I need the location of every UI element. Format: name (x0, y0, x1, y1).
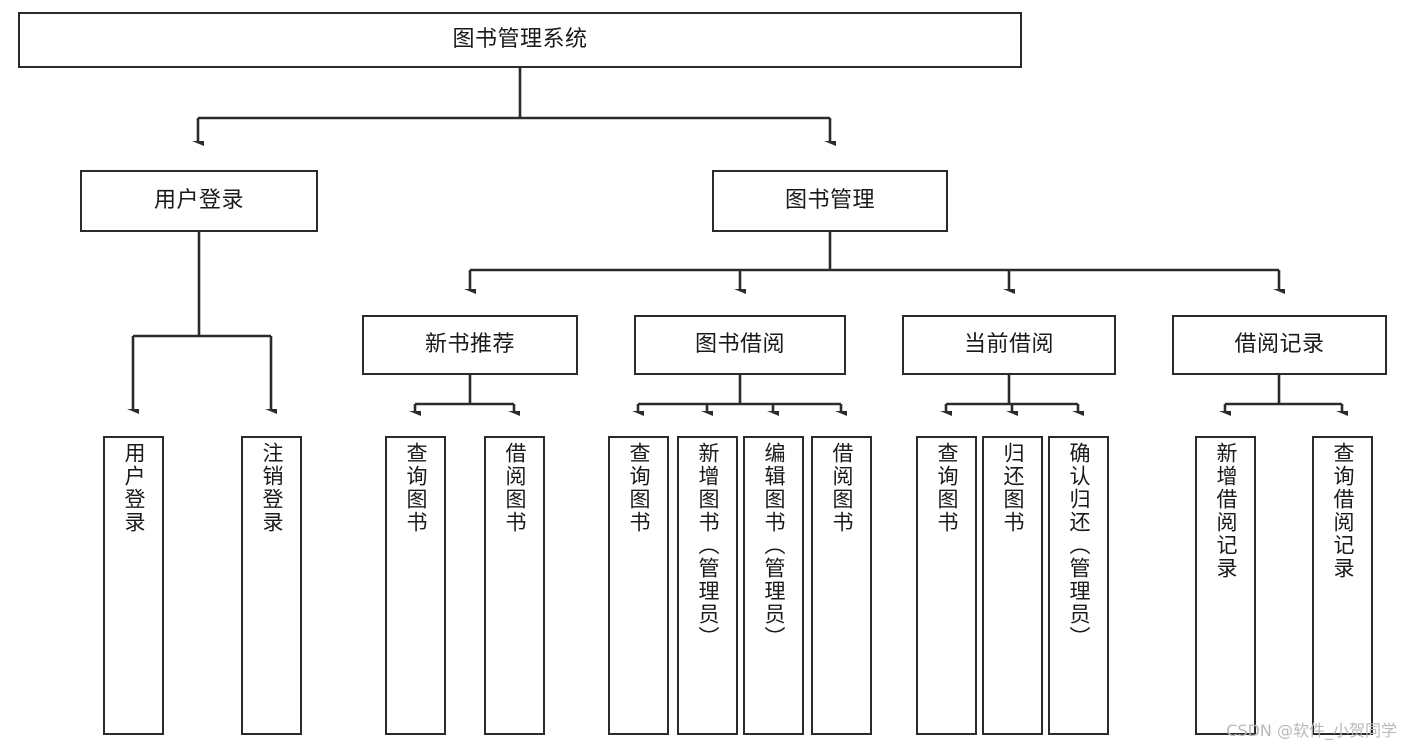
node-leaf-add-book-admin-label: 新增图书（管理员） (696, 442, 720, 649)
node-leaf-query-book-rec[interactable]: 查询图书 (385, 436, 446, 735)
connector-group-current-borrow (946, 375, 1078, 412)
node-leaf-return-book-label: 归还图书 (1001, 442, 1025, 534)
node-root-label: 图书管理系统 (452, 27, 588, 53)
node-borrow-record-label: 借阅记录 (1234, 332, 1325, 358)
node-leaf-query-book-borrow-label: 查询图书 (627, 442, 651, 534)
node-leaf-user-login[interactable]: 用户登录 (103, 436, 164, 735)
node-leaf-query-borrow-record-label: 查询借阅记录 (1331, 442, 1355, 580)
node-leaf-user-logout-label: 注销登录 (260, 442, 284, 534)
node-leaf-borrow-book-rec-label: 借阅图书 (503, 442, 527, 534)
node-book-borrow-label: 图书借阅 (694, 332, 785, 358)
connector-group-new-book-recommend (415, 375, 514, 412)
node-book-manage-label: 图书管理 (784, 188, 875, 214)
node-leaf-add-borrow-record[interactable]: 新增借阅记录 (1195, 436, 1256, 735)
node-leaf-confirm-return-admin-label: 确认归还（管理员） (1067, 442, 1091, 649)
node-user-login-label: 用户登录 (153, 188, 244, 214)
node-leaf-add-borrow-record-label: 新增借阅记录 (1214, 442, 1238, 580)
node-leaf-borrow-book-rec[interactable]: 借阅图书 (484, 436, 545, 735)
node-book-borrow[interactable]: 图书借阅 (634, 315, 846, 375)
node-leaf-query-book-rec-label: 查询图书 (404, 442, 428, 534)
node-leaf-return-book[interactable]: 归还图书 (982, 436, 1043, 735)
connector-group-root (198, 68, 830, 142)
node-leaf-query-book-borrow[interactable]: 查询图书 (608, 436, 669, 735)
node-leaf-edit-book-admin[interactable]: 编辑图书（管理员） (743, 436, 804, 735)
node-leaf-borrow-book-label: 借阅图书 (830, 442, 854, 534)
node-leaf-query-book-current[interactable]: 查询图书 (916, 436, 977, 735)
node-leaf-user-logout[interactable]: 注销登录 (241, 436, 302, 735)
node-new-book-recommend[interactable]: 新书推荐 (362, 315, 578, 375)
connector-group-book-borrow (638, 375, 841, 412)
node-leaf-borrow-book[interactable]: 借阅图书 (811, 436, 872, 735)
node-borrow-record[interactable]: 借阅记录 (1172, 315, 1387, 375)
node-leaf-add-book-admin[interactable]: 新增图书（管理员） (677, 436, 738, 735)
node-user-login[interactable]: 用户登录 (80, 170, 318, 232)
connector-group-user-login (133, 232, 271, 410)
connector-group-book-manage (470, 232, 1279, 290)
node-leaf-query-borrow-record[interactable]: 查询借阅记录 (1312, 436, 1373, 735)
node-new-book-recommend-label: 新书推荐 (424, 332, 515, 358)
connector-group-borrow-record (1225, 375, 1342, 412)
node-current-borrow[interactable]: 当前借阅 (902, 315, 1116, 375)
node-leaf-user-login-label: 用户登录 (122, 442, 146, 534)
node-current-borrow-label: 当前借阅 (963, 332, 1054, 358)
node-leaf-confirm-return-admin[interactable]: 确认归还（管理员） (1048, 436, 1109, 735)
node-leaf-query-book-current-label: 查询图书 (935, 442, 959, 534)
node-book-manage[interactable]: 图书管理 (712, 170, 948, 232)
node-root[interactable]: 图书管理系统 (18, 12, 1022, 68)
node-leaf-edit-book-admin-label: 编辑图书（管理员） (762, 442, 786, 649)
